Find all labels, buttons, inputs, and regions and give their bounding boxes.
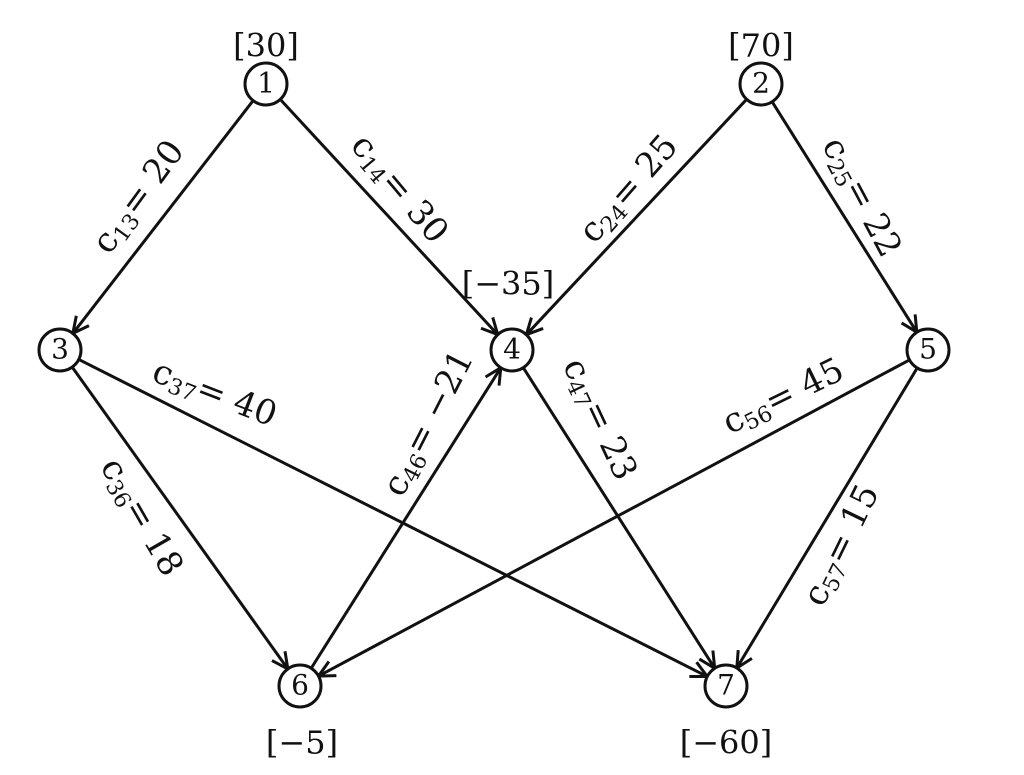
node-3: 3 [37,327,83,373]
cost-value: = 15 [815,478,887,570]
node-label: 2 [752,67,770,100]
edge-5-6 [319,358,911,676]
supply-label-node-7: [−60] [680,724,773,762]
node-circle [738,61,784,107]
node-label: 6 [291,669,309,702]
node-label: 5 [919,333,937,366]
edge-cost-label-36: c36= 18 [90,451,191,584]
node-4: 4 [489,327,535,373]
cost-value: = −21 [396,344,482,461]
edge-cost-label-47: c47= 23 [552,352,645,487]
node-label: 7 [717,669,735,702]
cost-value: = 18 [116,492,192,584]
edges-layer [70,98,919,676]
edge-2-5 [770,100,917,332]
edge-1-4 [279,98,497,334]
cost-value: = 22 [836,172,910,264]
edge-5-7 [737,367,919,668]
node-2: 2 [738,61,784,107]
supply-label-node-4: [−35] [462,265,555,303]
edge-cost-label-14: c14= 30 [341,126,456,252]
edge-cost-label-37: c37= 40 [146,351,282,437]
node-label: 4 [503,333,521,366]
cost-value: = 40 [191,368,282,435]
node-label: 3 [51,333,69,366]
node-circle [37,327,83,373]
edge-3-7 [78,358,708,676]
edge-cost-label-56: c56= 45 [716,350,851,445]
edge-4-7 [522,366,714,669]
nodes-layer: 1 2 3 4 5 6 7 [37,61,951,709]
node-circle [703,663,749,709]
node-label: 1 [257,67,275,100]
supply-label-node-6: [−5] [266,724,338,762]
cost-value: = 20 [112,133,193,223]
node-1: 1 [243,61,289,107]
edge-2-4 [526,98,748,334]
node-circle [243,61,289,107]
node-6: 6 [277,663,323,709]
node-7: 7 [703,663,749,709]
supply-label-node-1: [30] [233,27,299,65]
node-5: 5 [905,327,951,373]
supply-layer: [30] [70] [−35] [−5] [−60] [233,27,794,762]
node-circle [277,663,323,709]
supply-label-node-2: [70] [728,27,794,65]
cost-value: = 45 [758,350,850,422]
edge-1-3 [73,99,255,334]
cost-value: = 23 [574,395,645,487]
node-circle [489,327,535,373]
edge-3-6 [70,366,288,669]
node-circle [905,327,951,373]
edge-6-4 [309,368,501,670]
edge-cost-label-24: c24= 25 [571,127,688,252]
